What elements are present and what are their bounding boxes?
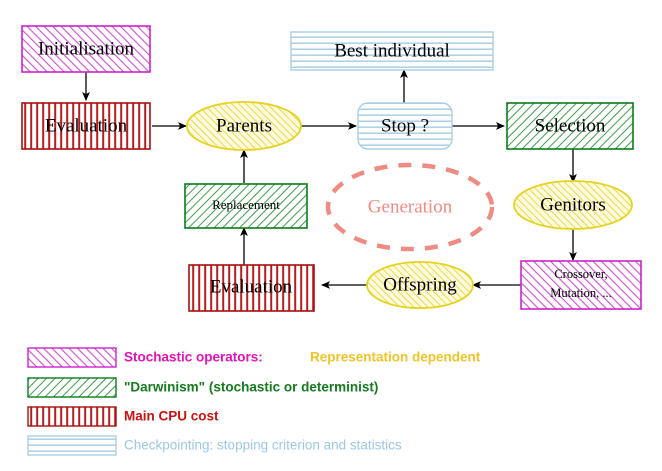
legend-item-checkpointing: Checkpointing: stopping criterion and st… [27, 435, 402, 456]
node-genitors[interactable]: Genitors [513, 180, 633, 230]
node-offspring-shape [366, 261, 474, 309]
node-stop-label: Stop ? [381, 115, 429, 136]
legend-swatch-red-vertical [27, 406, 117, 427]
node-offspring-label: Offspring [383, 274, 457, 295]
node-replacement[interactable]: Replacement [184, 183, 308, 229]
node-best-individual-shape [290, 31, 494, 71]
node-initialisation-shape [21, 25, 151, 73]
node-generation: Generation [325, 162, 495, 252]
legend-label-representation-dependent: Representation dependent [310, 350, 481, 365]
legend-item-darwinism: "Darwinism" (stochastic or determinist) [27, 377, 378, 398]
legend-label-darwinism: "Darwinism" (stochastic or determinist) [124, 380, 378, 395]
node-parents[interactable]: Parents [186, 101, 302, 151]
node-genitors-shape [513, 180, 633, 230]
node-evaluation-bottom-label: Evaluation [210, 276, 293, 297]
legend-swatch-green-hatch [27, 377, 117, 398]
node-stop-shape [357, 102, 453, 150]
node-initialisation[interactable]: Initialisation [21, 25, 151, 73]
legend-label-main-cpu-cost: Main CPU cost [124, 409, 219, 424]
node-generation-shape [325, 162, 495, 252]
legend-item-stochastic-operators: Stochastic operators: Representation dep… [27, 347, 481, 368]
node-genitors-label: Genitors [540, 194, 605, 215]
node-parents-shape [186, 101, 302, 151]
edges-group [82, 69, 577, 289]
node-selection-shape [506, 102, 634, 150]
node-generation-label: Generation [368, 196, 453, 217]
node-evaluation-top-shape [21, 102, 151, 150]
legend-swatch-blue-horizontal [27, 435, 117, 456]
node-replacement-shape [184, 183, 308, 229]
node-best-individual-label: Best individual [334, 40, 450, 61]
node-parents-label: Parents [216, 115, 272, 136]
node-stop[interactable]: Stop ? [357, 102, 453, 150]
legend-label-stochastic-operators: Stochastic operators: [124, 350, 263, 365]
node-selection[interactable]: Selection [506, 102, 634, 150]
node-evaluation-top[interactable]: Evaluation [21, 102, 151, 150]
node-crossover-shape [520, 260, 642, 310]
node-best-individual[interactable]: Best individual [290, 31, 494, 71]
legend-swatch-magenta-hatch [27, 347, 117, 368]
node-crossover[interactable]: Crossover, Mutation, ... [520, 260, 642, 310]
node-evaluation-bottom[interactable]: Evaluation [188, 264, 315, 312]
node-crossover-label-line2: Mutation, ... [550, 286, 611, 300]
node-offspring[interactable]: Offspring [366, 261, 474, 309]
legend: Stochastic operators: Representation dep… [27, 347, 481, 456]
legend-item-main-cpu-cost: Main CPU cost [27, 406, 219, 427]
node-initialisation-label: Initialisation [38, 38, 135, 59]
legend-label-checkpointing: Checkpointing: stopping criterion and st… [124, 438, 402, 453]
node-selection-label: Selection [535, 115, 606, 136]
node-evaluation-bottom-shape [188, 264, 315, 312]
node-replacement-label: Replacement [212, 197, 280, 212]
node-crossover-label-line1: Crossover, [554, 267, 607, 281]
node-evaluation-top-label: Evaluation [45, 115, 128, 136]
